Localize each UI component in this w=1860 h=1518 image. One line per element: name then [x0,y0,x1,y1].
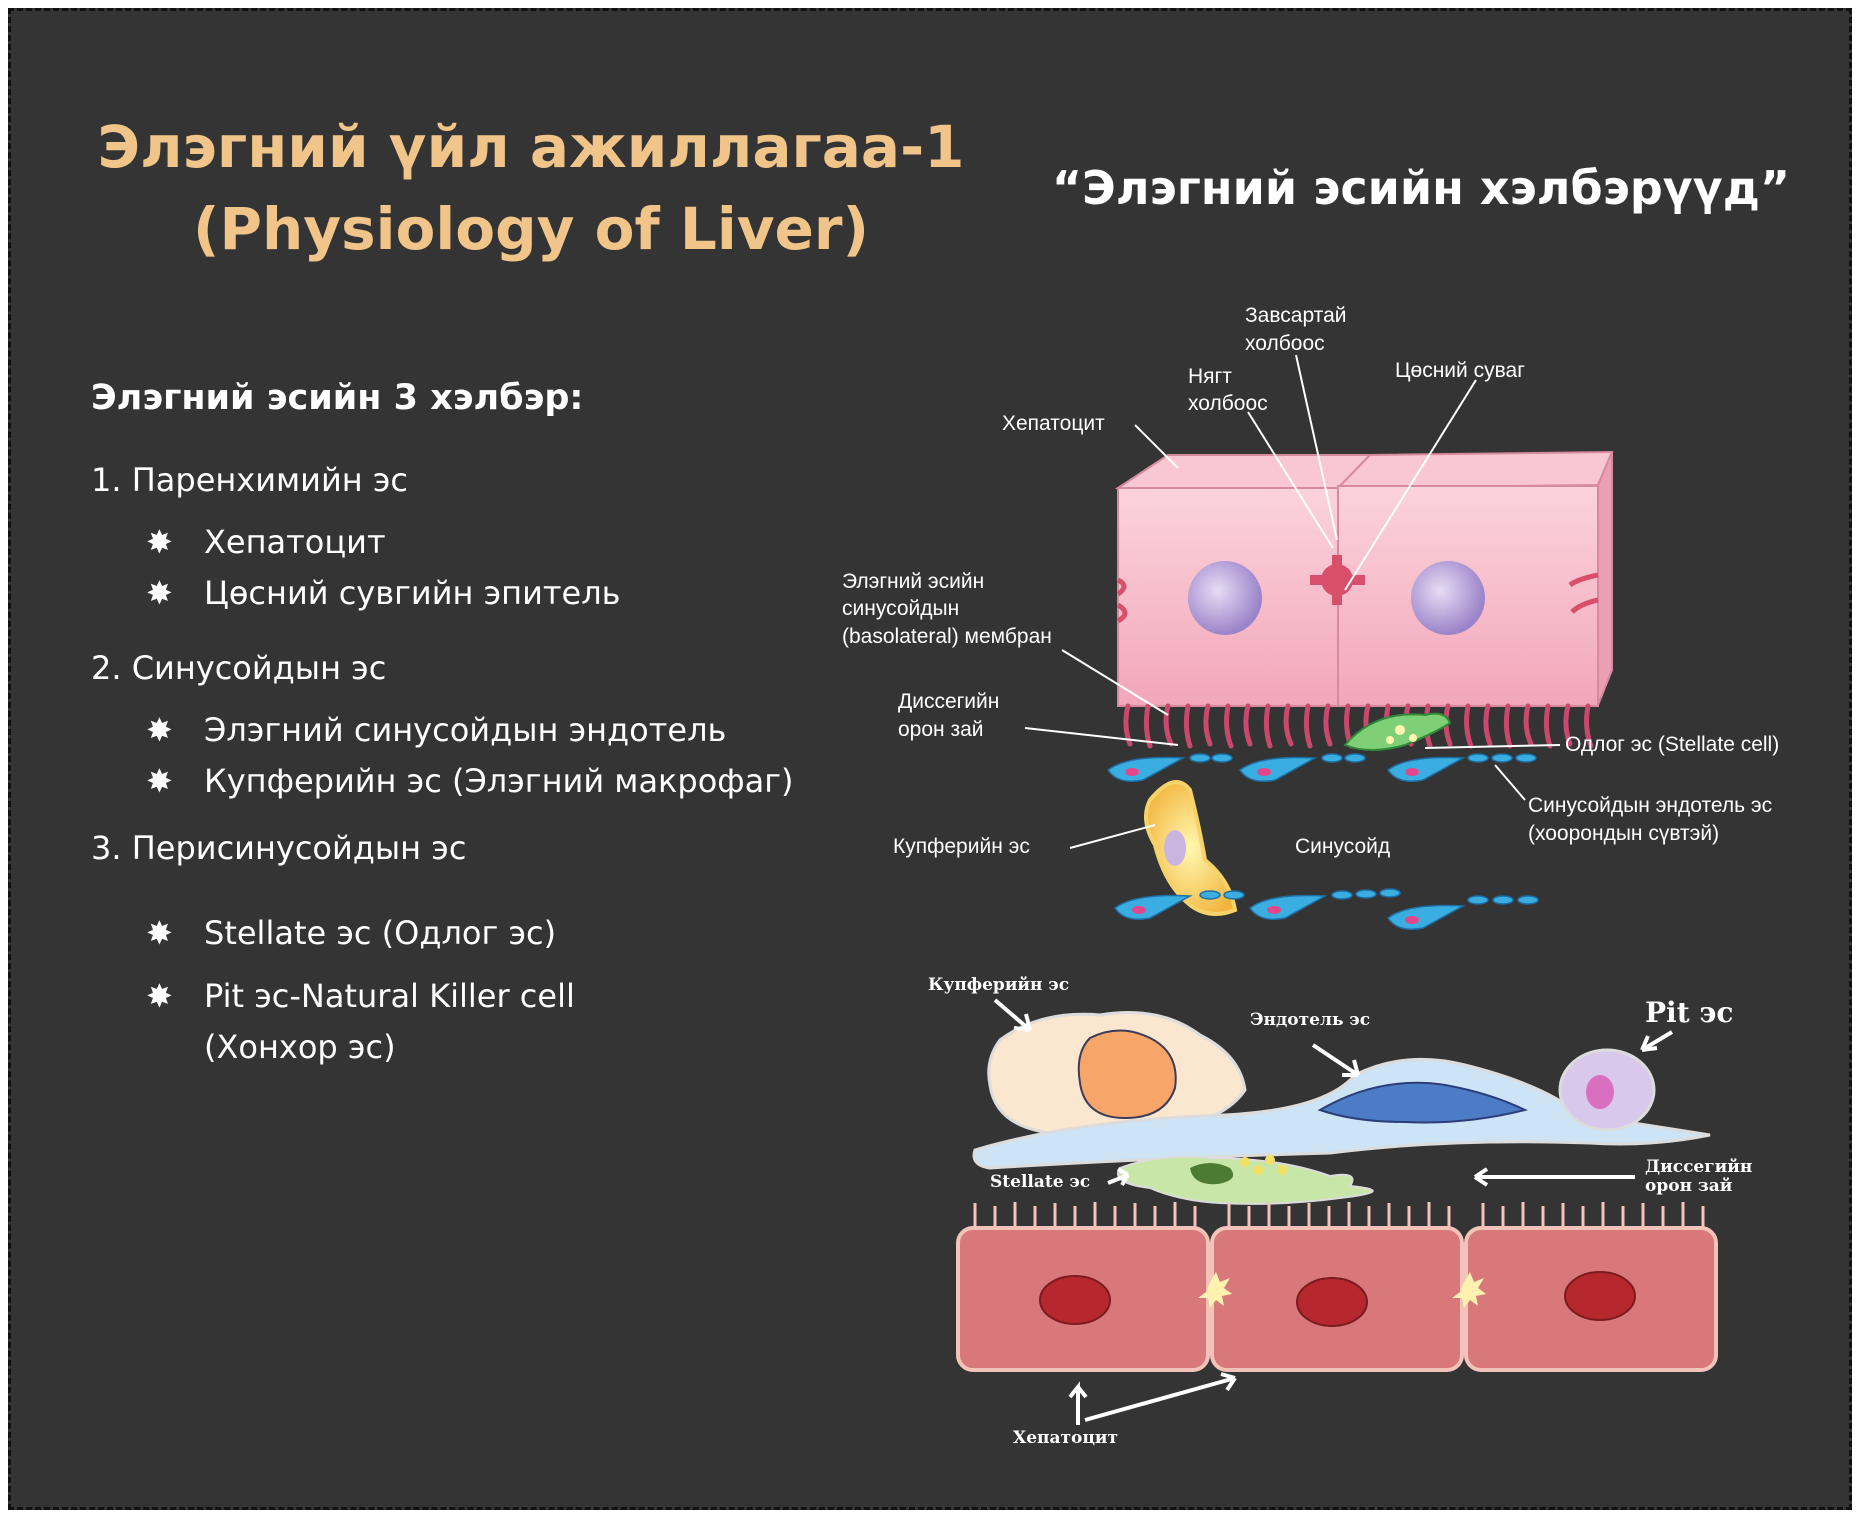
membrane-notch-right [1568,572,1599,614]
top-hepatocyte-diagram: Завсартай холбоос Нягт холбоос Цөсний су… [842,304,1779,930]
group-1-label: 1. Паренхимийн эс [91,461,409,499]
hepatocyte-nucleus [1564,1271,1636,1321]
label-membrane-2: синусойдын [842,597,959,620]
title-line-2: (Physiology of Liver) [193,195,869,263]
label-tight-junction-1: Нягт [1188,365,1232,388]
label-sinusoid: Синусойд [1295,835,1390,858]
label-stellate-cell: Одлог эс (Stellate cell) [1565,733,1779,756]
label-hepatocyte: Хепатоцит [1002,412,1105,435]
endothelial-nucleus-cartoon [1317,1081,1528,1124]
hepatocyte-nucleus [1296,1277,1368,1327]
label-bile-canal: Цөсний суваг [1395,359,1525,382]
label-disse-2: орон зай [898,718,984,741]
nucleus-left [1188,561,1262,635]
label-disse-1: Диссегийн [898,690,999,713]
list-item-continuation: (Хонхор эс) [204,1028,396,1066]
star-bullet-icon: ✸ [146,711,173,749]
endothelial-nuclei-bottom [1132,906,1419,924]
label-disse-cartoon-2: орон зай [1645,1176,1733,1196]
nucleus-right [1411,561,1485,635]
label-tight-junction-2: холбоос [1188,392,1268,415]
list-item-text: Хепатоцит [204,523,386,561]
label-kupffer-cartoon: Купферийн эс [928,975,1069,995]
hepatocyte-top-face-right [1335,450,1614,490]
group-3-label: 3. Перисинусойдын эс [91,829,467,867]
hepatocyte-microvilli [973,1202,1705,1228]
label-endothelial-2: (хоорондын сүвтэй) [1528,822,1719,845]
hepatocyte-nucleus [1039,1275,1111,1325]
list-item-text: Цөсний сувгийн эпитель [204,574,621,612]
kupffer-nucleus [1164,830,1186,866]
endothelial-row-top [1106,753,1537,782]
label-membrane-1: Элэгний эсийн [842,570,984,593]
label-gap-junction-1: Завсартай [1245,304,1346,327]
arrow-icon [1640,1030,1674,1052]
arrow-icon [1107,1167,1130,1187]
label-disse-cartoon-1: Диссегийн [1645,1157,1752,1177]
title-line-1: Элэгний үйл ажиллагаа-1 [97,113,965,181]
pit-nucleus [1586,1075,1614,1109]
star-bullet-icon: ✸ [146,523,173,561]
fat-droplet [1386,736,1394,744]
label-kupffer-cell: Купферийн эс [893,835,1030,858]
endothelial-row-bottom [1113,888,1539,930]
arrow-icon [1068,1372,1237,1425]
page-title: Элэгний үйл ажиллагаа-1 (Physiology of L… [81,106,981,270]
star-bullet-icon: ✸ [146,574,173,612]
slide-frame: Элэгний үйл ажиллагаа-1 (Physiology of L… [8,8,1852,1510]
label-gap-junction-2: холбоос [1245,332,1325,355]
arrow-icon [993,998,1032,1032]
list-item: ✸ Цөсний сувгийн эпитель [146,574,621,612]
kupffer-nucleus-cartoon [1077,1029,1177,1120]
diagram-title: “Элэгний эсийн хэлбэрүүд” [1051,161,1791,215]
hepatocyte-top-face-left [1114,454,1373,489]
hepatocyte-row-cartoon [956,1202,1718,1372]
star-bullet-icon: ✸ [146,977,173,1015]
pointer-arrows [993,998,1674,1425]
list-item-text: Pit эс-Natural Killer cell [204,977,575,1015]
group-2-label: 2. Синусойдын эс [91,649,387,687]
junction-star-icon [1452,1272,1486,1308]
leader-lines [1024,354,1561,849]
label-pit-cell: Pit эс [1645,996,1733,1029]
arrow-icon [1311,1043,1360,1077]
stellate-nucleus-cartoon [1190,1163,1234,1185]
fat-droplet [1395,725,1405,735]
label-hepatocyte-cartoon: Хепатоцит [1013,1428,1118,1448]
label-stellate-cartoon: Stellate эс [990,1172,1090,1192]
list-item: ✸ Купферийн эс (Элэгний макрофаг) [146,762,794,800]
endothelial-nuclei-top [1125,768,1419,776]
list-item: ✸ Хепатоцит [146,523,386,561]
membrane-notch-left [1116,577,1128,624]
list-item: ✸ Stellate эс (Одлог эс) [146,914,556,952]
list-item-text: Купферийн эс (Элэгний макрофаг) [204,762,794,800]
kupffer-cell [1144,780,1238,916]
label-endothelial-1: Синусойдын эндотель эс [1528,794,1772,817]
star-bullet-icon: ✸ [146,762,173,800]
hepatocyte-left [1117,487,1339,707]
label-membrane-3: (basolateral) мембран [842,625,1052,648]
star-bullet-icon: ✸ [146,914,173,952]
stellate-cell-cartoon [1117,1155,1374,1205]
list-item: ✸ Pit эс-Natural Killer cell [146,977,575,1015]
list-item: ✸ Элэгний синусойдын эндотель [146,711,726,749]
fat-droplet [1409,734,1417,742]
section-heading: Элэгний эсийн 3 хэлбэр: [91,378,584,418]
list-item-text: Stellate эс (Одлог эс) [204,914,557,952]
bottom-cartoon-diagram: Купферийн эс Эндотель эс Pit эс Stellate… [928,975,1752,1448]
arrow-icon [1473,1167,1635,1187]
hepatocyte-side-face [1597,451,1613,706]
label-endothelial-cartoon: Эндотель эс [1250,1010,1370,1030]
list-item-text: Элэгний синусойдын эндотель [204,711,727,749]
junction-star-icon [1198,1272,1232,1308]
bile-canaliculus-icon [1310,555,1365,605]
